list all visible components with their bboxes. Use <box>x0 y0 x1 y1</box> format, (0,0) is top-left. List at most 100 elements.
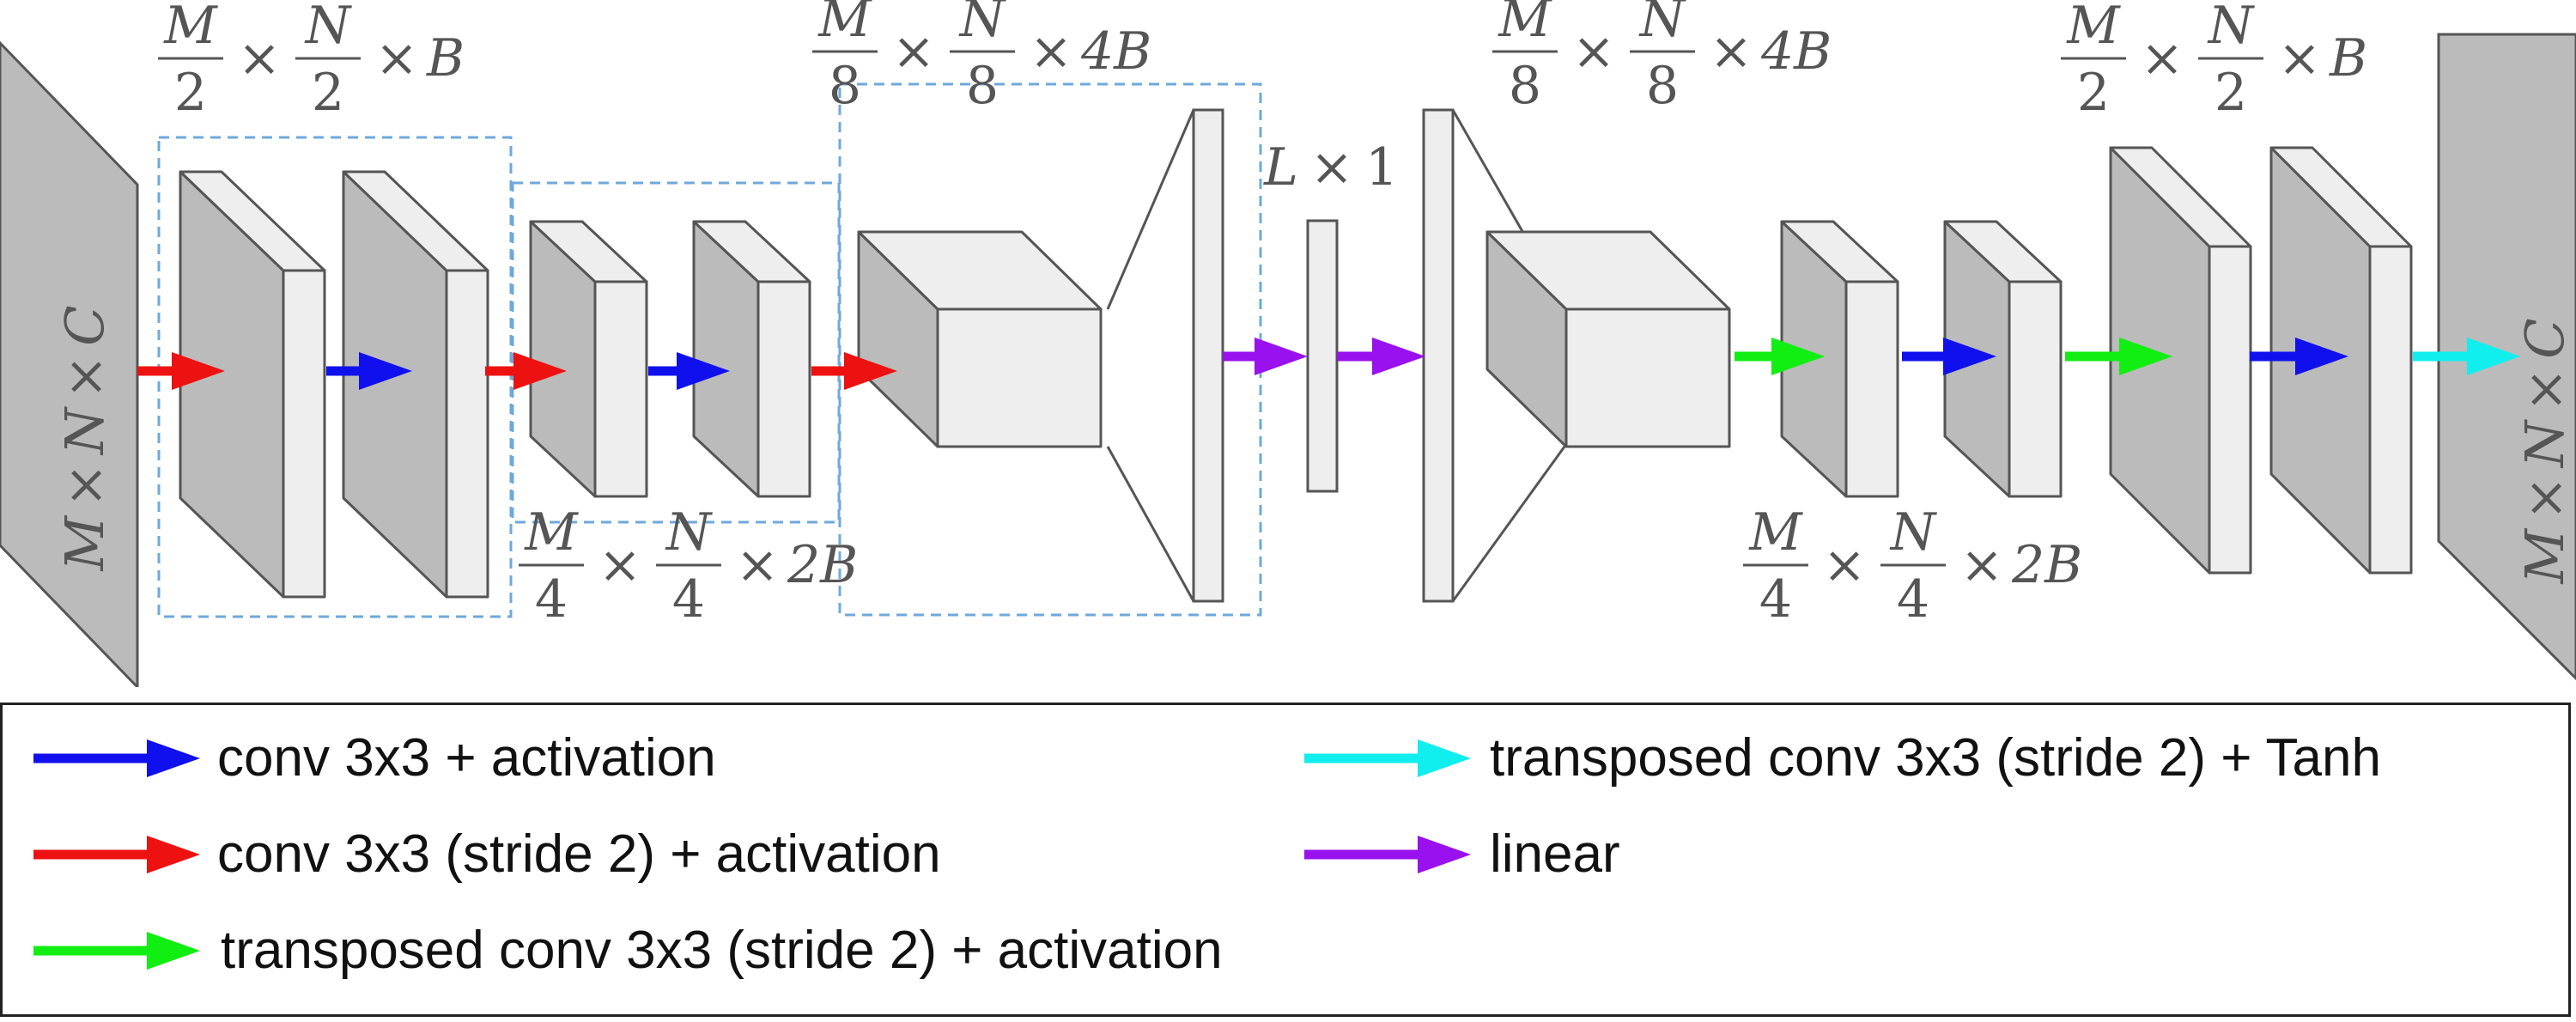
fraction-denominator: 8 <box>1646 56 1679 116</box>
arrow-head <box>1372 338 1425 375</box>
funnel-top <box>1106 109 1195 310</box>
legend-label-conv-stride: conv 3x3 (stride 2) + activation <box>217 824 941 884</box>
times-sign: × <box>598 535 641 595</box>
arrow-head <box>172 352 225 390</box>
fraction-tail: B <box>2329 28 2367 88</box>
fraction-denominator: 4 <box>1897 569 1929 630</box>
fraction-tail: B <box>426 28 465 88</box>
dec3-cube <box>1485 230 1731 448</box>
arrow-head <box>1255 338 1308 375</box>
times-sign: × <box>2141 28 2184 88</box>
arrow-head <box>513 352 567 390</box>
dim-factor: C <box>2513 318 2576 358</box>
times-sign: × <box>1960 535 2003 595</box>
times-sign: × <box>375 28 418 88</box>
encoder-funnel <box>1106 109 1195 602</box>
dim-factor: N <box>53 405 116 456</box>
cyan-arrow-icon <box>1304 739 1471 777</box>
times-sign: × <box>736 535 779 595</box>
dim-factor: C <box>53 305 116 345</box>
dim-factor: N <box>2513 418 2576 469</box>
slab-front <box>2368 245 2413 575</box>
slab-front <box>2208 245 2252 575</box>
arrow-head <box>147 739 200 777</box>
encoder-flat-bar <box>1192 108 1224 603</box>
fraction-denominator: 2 <box>174 63 207 123</box>
fraction-numerator: N <box>2207 0 2256 56</box>
latent-1: 1 <box>1365 137 1398 198</box>
purple-arrow-icon <box>1304 836 1471 873</box>
legend-label-transposed-conv: transposed conv 3x3 (stride 2) + activat… <box>221 921 1223 980</box>
fraction-denominator: 4 <box>672 569 705 630</box>
times-sign: × <box>238 28 281 88</box>
blue-arrow <box>1902 338 1996 375</box>
dim-label-enc2: M4×N4×2B <box>519 502 858 630</box>
times-sign: × <box>1572 21 1615 82</box>
green-arrow-icon <box>33 932 200 970</box>
dim-factor: M <box>2513 528 2576 585</box>
arrow-head <box>844 352 897 390</box>
red-arrow <box>811 352 897 390</box>
fraction-tail: 4B <box>1080 21 1151 82</box>
times-sign: × <box>2513 476 2576 520</box>
arrow-head <box>359 352 412 390</box>
green-arrow <box>1735 338 1825 375</box>
dim-label-enc3: M8×N8×4B <box>812 0 1151 116</box>
layer-group <box>0 33 2576 687</box>
slab-front <box>2008 280 2063 498</box>
arrow-head <box>1418 836 1471 873</box>
enc3-cube <box>857 230 1103 448</box>
fraction-numerator: N <box>304 0 353 56</box>
input-plane <box>0 40 139 687</box>
times-sign: × <box>1030 21 1072 82</box>
legend-label-linear: linear <box>1490 824 1620 884</box>
slab-front <box>936 307 1103 448</box>
fraction-tail: 4B <box>1760 21 1832 82</box>
enc1-slab-b <box>342 170 489 599</box>
red-arrow-icon <box>33 836 200 873</box>
fraction-denominator: 8 <box>966 56 999 116</box>
red-arrow <box>485 352 567 390</box>
dim-label-dec2: M4×N4×2B <box>1743 502 2082 630</box>
blue-arrow <box>326 352 412 390</box>
dim-label-dec3: M8×N8×4B <box>1492 0 1832 116</box>
fraction-numerator: M <box>817 0 872 49</box>
slab-front <box>1564 307 1731 448</box>
enc2-slab-b <box>692 220 811 498</box>
arrow-head <box>2467 338 2520 375</box>
output-dim-label: M×N×C <box>2513 318 2576 584</box>
cyan-arrow <box>2413 338 2520 375</box>
funnel-bottom <box>1451 446 1566 602</box>
enc1-slab-a <box>179 170 326 599</box>
arrow-head <box>147 836 200 873</box>
latent-L: L <box>1263 137 1298 198</box>
fraction-numerator: M <box>163 0 218 56</box>
dashed-block-1 <box>157 136 513 618</box>
blue-arrow <box>2250 338 2348 375</box>
arrow-head <box>1943 338 1996 375</box>
fraction-tail: 2B <box>2011 535 2082 595</box>
dim-factor: M <box>53 515 116 572</box>
dim-label-enc1: M2×N2×B <box>158 0 465 123</box>
times-sign: × <box>1710 21 1753 82</box>
fraction-numerator: N <box>1889 502 1938 563</box>
fraction-denominator: 2 <box>2077 63 2110 123</box>
legend-label-conv: conv 3x3 + activation <box>217 728 716 788</box>
fraction-numerator: M <box>524 502 579 563</box>
green-arrow <box>2065 338 2172 375</box>
fraction-denominator: 2 <box>312 63 344 123</box>
arrow-head <box>677 352 730 390</box>
fraction-denominator: 4 <box>535 569 568 630</box>
fraction-denominator: 8 <box>1509 56 1541 116</box>
dec2-slab-a <box>1780 220 1899 498</box>
fraction-numerator: M <box>1498 0 1552 49</box>
fraction-denominator: 4 <box>1759 569 1792 630</box>
slab-front <box>445 269 489 599</box>
fraction-tail: 2B <box>787 535 858 595</box>
input-dim-label: M×N×C <box>53 305 116 571</box>
blue-arrow <box>648 352 730 390</box>
arrow-head <box>1418 739 1471 777</box>
enc2-slab-a <box>529 220 648 498</box>
